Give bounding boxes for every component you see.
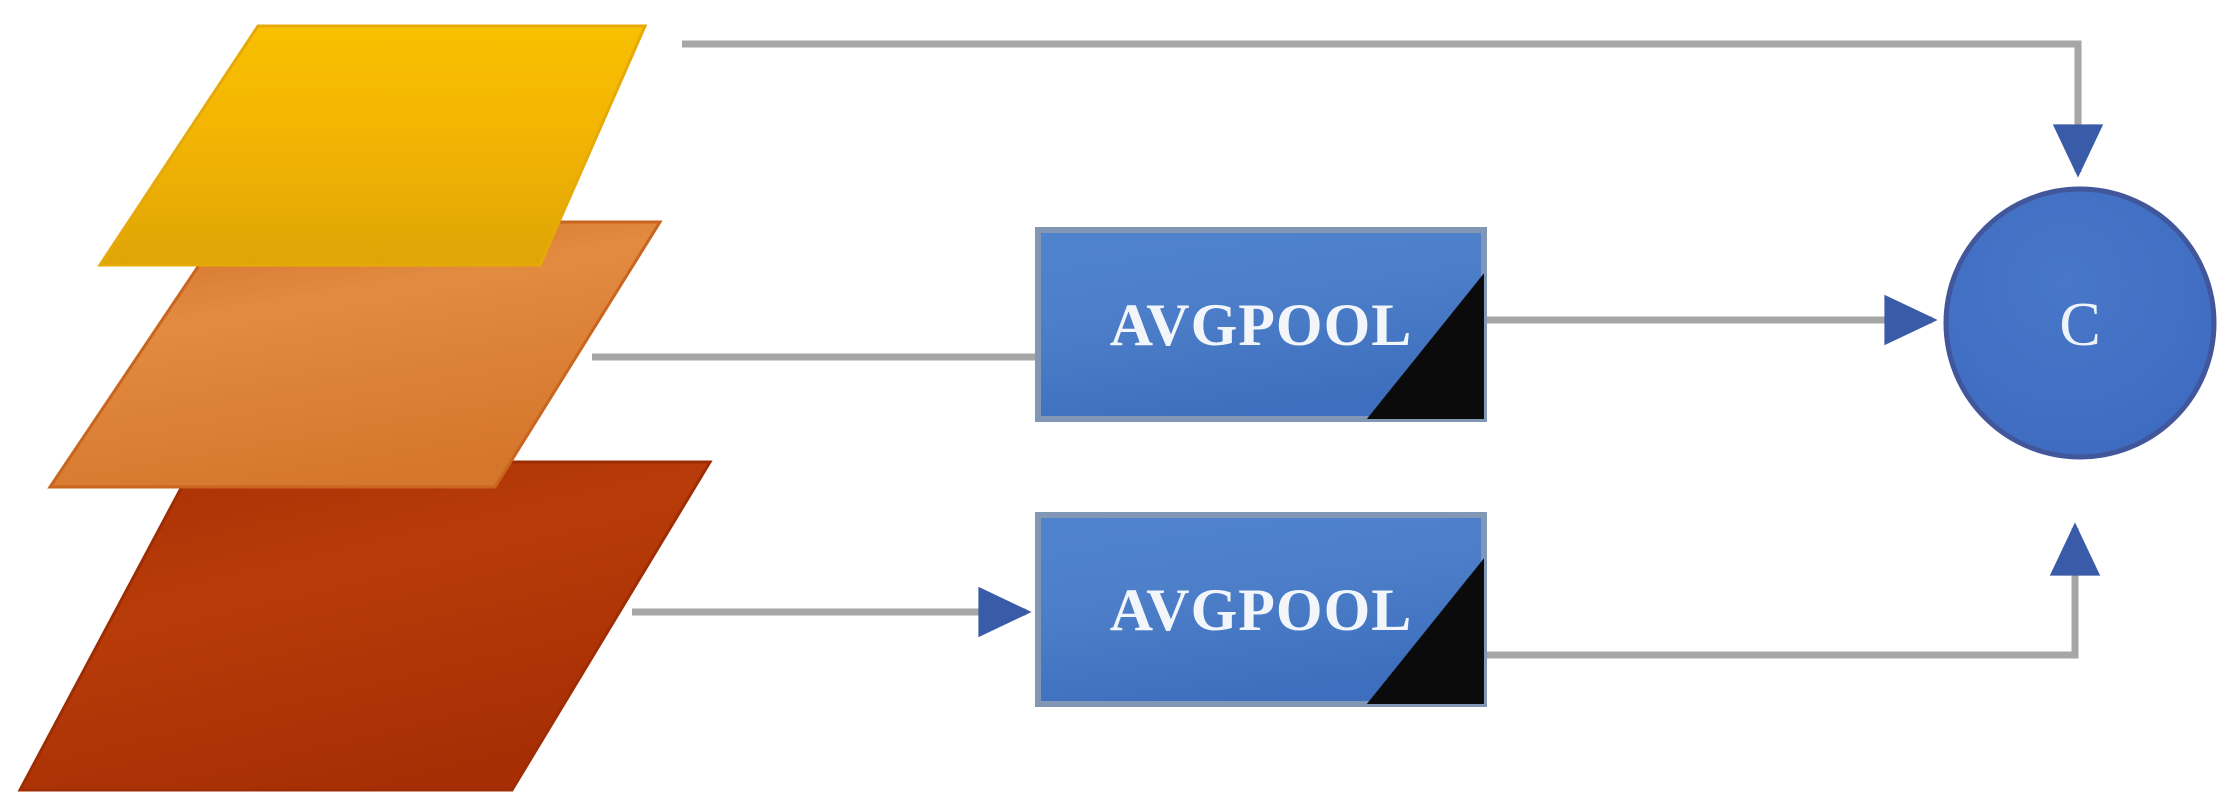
bottom-feature-map bbox=[17, 460, 713, 792]
avgpool-block-1-corner-fold bbox=[1366, 273, 1484, 419]
connector-group bbox=[592, 40, 2104, 659]
concat-node-label: C bbox=[2059, 291, 2100, 359]
connector-top-map-to-concat bbox=[682, 40, 2104, 178]
avgpool-block-2-corner-fold bbox=[1366, 558, 1484, 704]
top-feature-map bbox=[97, 24, 648, 267]
avgpool-block-2[interactable]: AVGPOOL bbox=[1035, 512, 1487, 707]
avgpool-block-1-label: AVGPOOL bbox=[1110, 292, 1413, 358]
avgpool-block-1[interactable]: AVGPOOL bbox=[1035, 227, 1487, 422]
avgpool-block-2-label: AVGPOOL bbox=[1110, 577, 1413, 643]
concat-node-circle[interactable] bbox=[1943, 186, 2217, 460]
connector-avgpool-2-to-concat bbox=[1486, 522, 2101, 659]
concat-node[interactable]: C bbox=[1943, 186, 2217, 460]
